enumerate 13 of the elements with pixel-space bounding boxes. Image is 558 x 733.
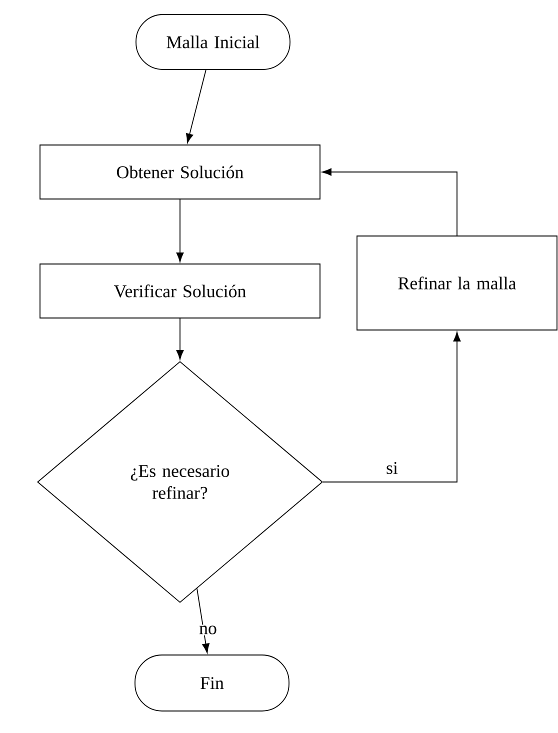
arrow: [322, 168, 458, 236]
arrow: [186, 70, 206, 144]
start-terminal: Malla Inicial: [136, 14, 290, 70]
arrow: [176, 318, 184, 360]
process-box: Obtener Solución: [40, 144, 320, 200]
end-terminal: Fin: [134, 654, 290, 712]
arrow: [176, 199, 184, 262]
process-box: Refinar la malla: [356, 236, 558, 330]
process-box: Verificar Solución: [40, 264, 320, 318]
arrow: [196, 588, 210, 654]
arrow: [322, 332, 461, 482]
edge-label: no: [198, 624, 218, 636]
edge-label: si: [385, 460, 399, 476]
